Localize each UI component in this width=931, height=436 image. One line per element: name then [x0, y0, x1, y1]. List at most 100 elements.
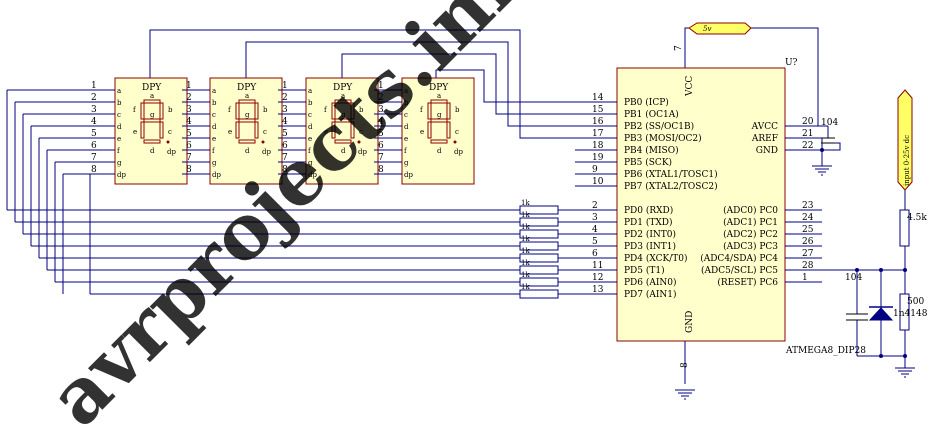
display-segment-label: e [420, 128, 424, 136]
display-pin-number: 7 [186, 153, 192, 163]
watermark: avrprojects.info [32, 0, 570, 436]
display-segment-label: a [437, 92, 441, 100]
display-body [114, 77, 188, 185]
display-title: DPY [142, 83, 162, 93]
display-pin-letter: dp [212, 171, 221, 179]
display-segment-label: e [228, 128, 232, 136]
display-body [305, 77, 379, 185]
display-segment-label: e [324, 128, 328, 136]
mcu-right-pin-number: 26 [802, 237, 814, 247]
display-pin-letter: c [308, 111, 312, 119]
display-pin-number: 4 [91, 117, 97, 127]
cap-lead [822, 142, 841, 151]
segment-resistor-value: 1k [521, 199, 530, 207]
display-pin-letter: b [308, 99, 313, 107]
display-segment [159, 102, 164, 120]
mcu-right-pin-name: AVCC [751, 122, 778, 132]
divider-resistor-top: 4.5k [899, 209, 927, 247]
display-pin-number: 5 [91, 129, 97, 139]
display-pin-letter: g [117, 159, 122, 167]
display-pin-letter: e [404, 135, 408, 143]
mcu-left-pin-name: PD6 (AIN0) [624, 277, 677, 288]
mcu-left-pin-number: 3 [592, 213, 598, 223]
digit-select-wire [435, 69, 575, 103]
display-segment-label: g [245, 111, 250, 119]
segment-resistor-value: 1k [521, 235, 530, 243]
display-segment [350, 121, 355, 139]
display-pin-letter: c [404, 111, 408, 119]
vcc-wire [684, 27, 689, 68]
display-body [209, 77, 283, 185]
segment-resistor-value: 1k [521, 247, 530, 255]
display-pin-number: 5 [378, 129, 384, 139]
mcu-left-pin-number: 11 [592, 261, 603, 271]
mcu-left-pin-number: 4 [592, 225, 598, 235]
display-title: DPY [237, 83, 257, 93]
mcu-right-pin-number: 25 [802, 225, 814, 235]
display-pin-number: 6 [378, 141, 384, 151]
mcu-left-pin-number: 9 [592, 165, 598, 175]
adc-capacitor: 104 [845, 273, 868, 321]
segment-resistor-value: 1k [521, 223, 530, 231]
display-segment-label: a [341, 92, 345, 100]
display-segment-label: dp [167, 148, 176, 156]
display-segment-label: c [359, 128, 363, 136]
display-decimal-point [357, 140, 361, 144]
display-segment-label: f [133, 106, 137, 114]
display-segment [350, 102, 355, 120]
mcu-left-pin-number: 6 [592, 249, 598, 259]
junction-dot [903, 354, 907, 358]
display-pin-letter: g [212, 159, 217, 167]
ground-icon [675, 389, 695, 400]
mcu-left-pin-name: PB1 (OC1A) [624, 109, 679, 120]
display-segment-label: d [150, 147, 155, 155]
mcu-right-pin-number: 20 [802, 117, 814, 127]
display-pin-number: 6 [186, 141, 192, 151]
display-segment-label: c [455, 128, 459, 136]
display-segment [446, 121, 451, 139]
display-segment [143, 118, 161, 123]
mcu-part: ATMEGA8_DIP28 [785, 346, 866, 356]
mcu-body [616, 67, 786, 342]
display-pin-number: 3 [282, 105, 288, 115]
display-pin-number: 4 [282, 117, 288, 127]
display-pin-number: 3 [186, 105, 192, 115]
display-segment [334, 139, 352, 144]
segment-resistor-value: 1k [521, 259, 530, 267]
display-pin-letter: e [117, 135, 121, 143]
display-pin-number: 1 [378, 81, 384, 91]
power-label: 5v [703, 25, 711, 33]
display-title: DPY [333, 83, 353, 93]
mcu-right-pin-name: (ADC3) PC3 [723, 241, 778, 252]
display-decimal-point [166, 140, 170, 144]
segment-resistor-value: 1k [521, 283, 530, 291]
display-pin-letter: c [117, 111, 121, 119]
display-segment [331, 121, 336, 139]
ground-symbols [675, 165, 915, 400]
mcu-left-pin-number: 12 [592, 273, 603, 283]
display-segment-label: a [245, 92, 249, 100]
display-segment [159, 121, 164, 139]
display-segment-label: f [420, 106, 424, 114]
mcu-left-pin-number: 18 [592, 141, 604, 151]
display-pin-number: 3 [378, 105, 384, 115]
display-segment-label: b [359, 106, 364, 114]
mcu-left-pin-number: 17 [592, 129, 604, 139]
display-pin-letter: b [212, 99, 217, 107]
display-segment-label: g [341, 111, 346, 119]
display-pin-letter: e [212, 135, 216, 143]
mcu-left-pin-number: 10 [592, 177, 604, 187]
display-pin-number: 1 [282, 81, 288, 91]
mcu-right-pin-number: 22 [802, 141, 813, 151]
display-segment [334, 118, 352, 123]
segment-resistor [519, 265, 559, 275]
mcu-right-pin-name: (ADC2) PC2 [723, 229, 778, 240]
display-pin-letter: d [212, 123, 217, 131]
